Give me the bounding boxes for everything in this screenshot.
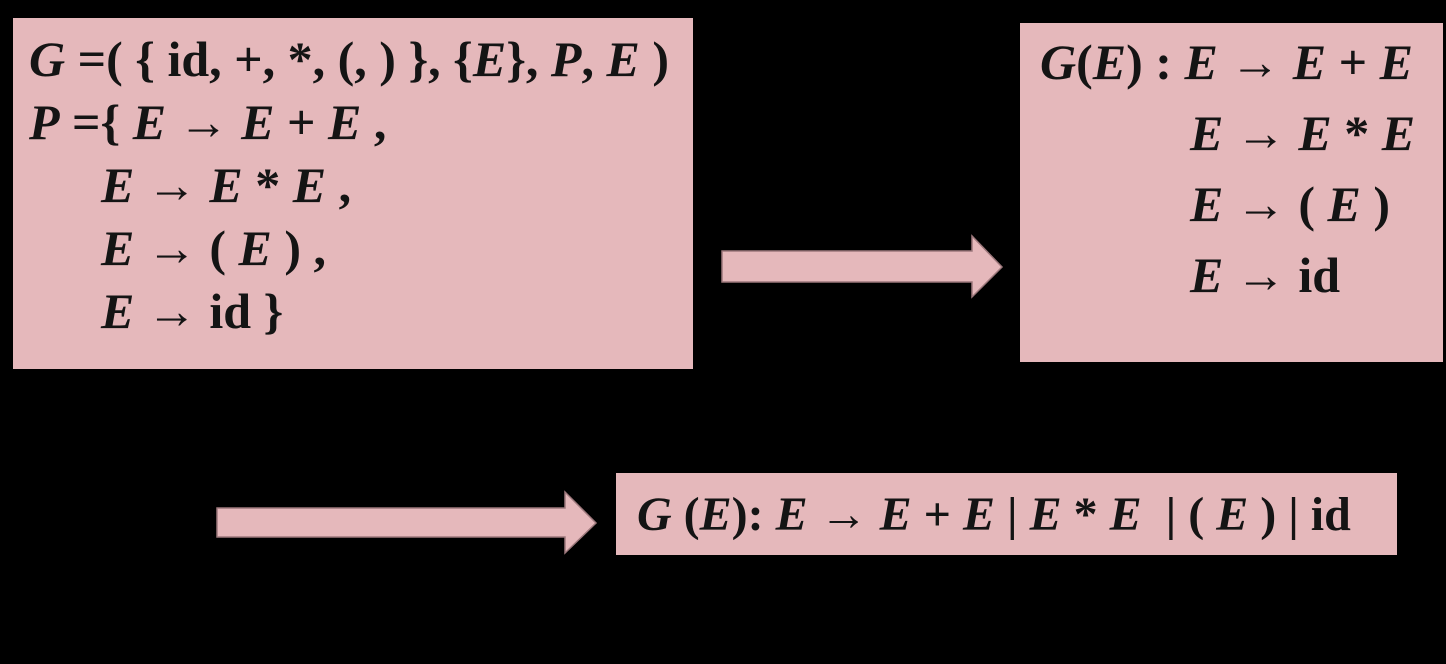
text-segment: → (1217, 34, 1293, 90)
text-segment: → (134, 157, 210, 213)
text-segment: ( (1076, 34, 1093, 90)
text-segment: E (1184, 34, 1218, 90)
rules-line-2: E → E * E (1190, 98, 1443, 169)
text-segment: E (1381, 105, 1416, 161)
grammar-rules-box: G(E) : E → E + E E → E * E E → ( E ) E →… (1020, 23, 1443, 362)
text-segment: ) (1360, 176, 1391, 232)
text-segment: E (963, 487, 996, 541)
text-segment: + (274, 94, 328, 150)
text-segment: | (995, 487, 1030, 541)
text-segment: E (292, 157, 327, 213)
text-segment: ) (639, 31, 669, 87)
text-segment: → id } (134, 283, 284, 339)
text-segment: E (1379, 34, 1414, 90)
text-segment: E (101, 157, 135, 213)
text-segment: ) | id (1248, 487, 1351, 541)
text-segment: G (637, 487, 672, 541)
text-segment: → (1223, 105, 1299, 161)
text-segment: E (1190, 105, 1224, 161)
text-segment: → (166, 94, 242, 150)
text-segment: E (101, 220, 135, 276)
rules-line-4: E → id (1190, 240, 1443, 311)
text-segment: E (238, 220, 272, 276)
text-segment: , (361, 94, 387, 150)
text-segment: → ( (1223, 176, 1328, 232)
text-segment: E (472, 31, 507, 87)
text-segment: E (606, 31, 640, 87)
compact-line: G (E): E → E + E | E * E | ( E ) | id (637, 487, 1351, 542)
text-segment: E (132, 94, 167, 150)
rules-line-3: E → ( E ) (1190, 169, 1443, 240)
text-segment: G (1040, 34, 1077, 90)
text-segment: ( (671, 487, 700, 541)
text-segment: E (1190, 176, 1224, 232)
text-segment: P (550, 31, 582, 87)
right-arrow-shape-bottom (216, 490, 598, 555)
text-segment: E (101, 283, 135, 339)
text-segment: + (1326, 34, 1380, 90)
text-segment: ): (731, 487, 776, 541)
text-segment: → (807, 487, 880, 541)
text-segment: E (1029, 487, 1062, 541)
text-segment: + (911, 487, 964, 541)
text-segment: * (242, 157, 293, 213)
transform-arrow-bottom (216, 490, 598, 555)
transform-arrow-top (721, 234, 1004, 299)
grammar-compact-box: G (E): E → E + E | E * E | ( E ) | id (616, 473, 1397, 555)
text-segment: ) , (271, 220, 327, 276)
text-segment: ) : (1126, 34, 1185, 90)
text-segment: → ( (134, 220, 239, 276)
text-segment: E (1216, 487, 1249, 541)
text-segment: ={ (59, 94, 133, 150)
text-segment: | ( (1141, 487, 1217, 541)
rules-line-1: G(E) : E → E + E (1040, 27, 1443, 98)
tuple-line-1: G =( { id, +, *, (, ) }, {E}, P, E ) (29, 28, 693, 91)
tuple-line-5: E → id } (101, 280, 693, 343)
text-segment: E (699, 487, 732, 541)
text-segment: E (1298, 105, 1332, 161)
text-segment: , (581, 31, 607, 87)
tuple-line-4: E → ( E ) , (101, 217, 693, 280)
text-segment: E (1292, 34, 1327, 90)
text-segment: E (241, 94, 275, 150)
text-segment: E (775, 487, 808, 541)
tuple-line-2: P ={ E → E + E , (29, 91, 693, 154)
grammar-tuple-box: G =( { id, +, *, (, ) }, {E}, P, E ) P =… (13, 18, 693, 369)
text-segment: E (1092, 34, 1127, 90)
text-segment: E (209, 157, 243, 213)
text-segment: E (1190, 247, 1224, 303)
right-arrow-shape-top (721, 234, 1004, 299)
tuple-line-3: E → E * E , (101, 154, 693, 217)
text-segment: E (1109, 487, 1142, 541)
text-segment: E (879, 487, 912, 541)
text-segment: → id (1223, 247, 1341, 303)
text-segment: }, (506, 31, 551, 87)
text-segment: * (1061, 487, 1110, 541)
text-segment: E (1327, 176, 1361, 232)
text-segment: G (29, 31, 66, 87)
text-segment: E (327, 94, 362, 150)
text-segment: , (326, 157, 352, 213)
text-segment: P (29, 94, 60, 150)
text-segment: * (1331, 105, 1382, 161)
text-segment: =( { id, +, *, (, ) }, { (65, 31, 473, 87)
